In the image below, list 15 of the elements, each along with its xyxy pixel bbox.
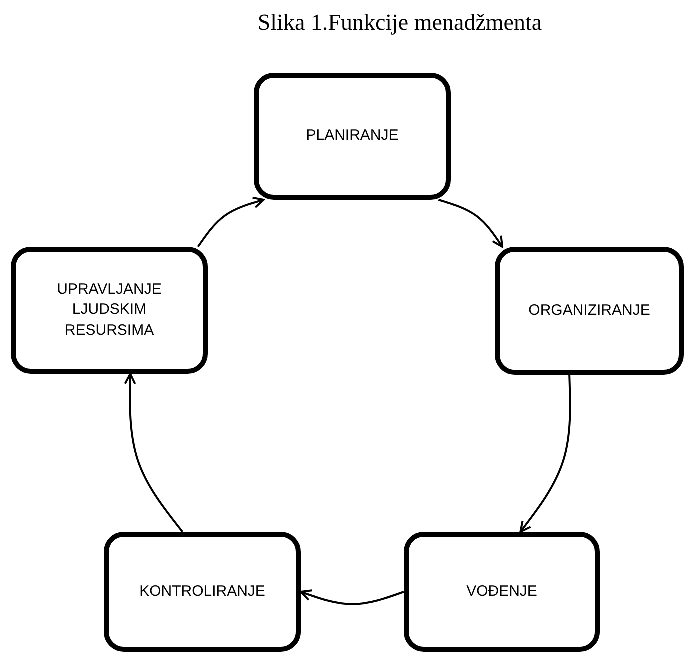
box-label: ORGANIZIRANJE [528,300,652,321]
process-box [254,73,451,200]
box-label: UPRAVLJANJE LJUDSKIM RESURSIMA [56,280,163,341]
diagram-title: Slika 1.Funkcije menadžmenta [256,10,544,36]
process-box [404,532,600,652]
arrow [520,374,572,533]
process-box [495,247,684,375]
arrow [438,199,504,248]
arrow [124,373,184,533]
arrow [300,590,404,606]
box-label: PLANIRANJE [305,126,400,146]
process-box [11,247,208,374]
box-label: KONTROLIRANJE [138,582,266,602]
process-box [104,532,301,652]
box-label: VOĐENJE [466,582,538,602]
